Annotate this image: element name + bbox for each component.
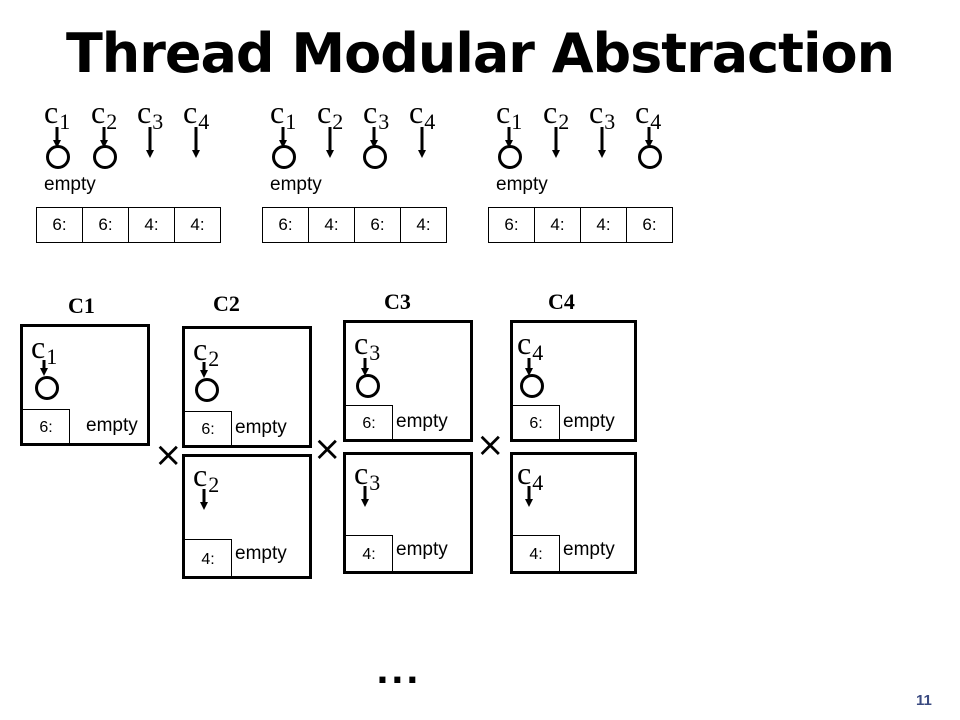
client-label: c1 [44, 94, 71, 134]
client-label: c1 [270, 94, 297, 134]
component-heading: C4 [548, 289, 575, 314]
empty-label: empty [270, 174, 322, 195]
buffer-cell: 6: [36, 207, 83, 243]
buffer-cell: 6: [185, 411, 232, 448]
buffer-cell: 4: [185, 539, 232, 579]
slide-title: Thread Modular Abstraction [65, 22, 895, 85]
client-label: c3 [589, 94, 616, 134]
client-label: c4 [409, 94, 436, 134]
buffer-cell: 4: [580, 207, 627, 243]
client-label: c2 [193, 457, 220, 497]
empty-label: empty [496, 174, 548, 195]
buffer-cell: 4: [174, 207, 221, 243]
client-label: c4 [183, 94, 210, 134]
component-state-box: c2 4: empty [182, 454, 312, 579]
client-label: c1 [31, 329, 58, 369]
buffer-cell: 6: [626, 207, 673, 243]
buffer-cell: 6: [82, 207, 129, 243]
client-state-circle [35, 376, 59, 400]
client-label: c4 [517, 325, 544, 365]
buffer-cell: 6: [262, 207, 309, 243]
client-state-circle [195, 378, 219, 402]
client-label: c3 [354, 325, 381, 365]
empty-label: empty [396, 539, 448, 560]
component-heading: C1 [68, 293, 95, 318]
client-label: c4 [635, 94, 662, 134]
product-cross-icon: × [313, 429, 342, 469]
component-heading: C3 [384, 289, 411, 314]
empty-label: empty [44, 174, 96, 195]
client-label: c2 [543, 94, 570, 134]
client-label: c2 [91, 94, 118, 134]
empty-label: empty [396, 411, 448, 432]
client-label: c2 [193, 331, 220, 371]
empty-label: empty [86, 415, 138, 436]
buffer-cell: 6: [23, 409, 70, 446]
buffer-cell: 6: [346, 405, 393, 442]
product-cross-icon: × [154, 435, 183, 475]
component-heading: C2 [213, 291, 240, 316]
buffer-cell: 6: [354, 207, 401, 243]
ellipsis: ... [376, 652, 421, 692]
empty-label: empty [563, 539, 615, 560]
component-state-box: c3 6: empty [343, 320, 473, 442]
empty-label: empty [563, 411, 615, 432]
product-cross-icon: × [476, 425, 505, 465]
buffer-cell: 4: [513, 535, 560, 574]
buffer-cell: 4: [346, 535, 393, 574]
client-label: c3 [363, 94, 390, 134]
empty-label: empty [235, 417, 287, 438]
component-state-box: c4 6: empty [510, 320, 637, 442]
component-state-box: c4 4: empty [510, 452, 637, 574]
buffer-cell: 4: [128, 207, 175, 243]
client-label: c1 [496, 94, 523, 134]
buffer-cell: 4: [534, 207, 581, 243]
buffer-cell: 6: [488, 207, 535, 243]
page-number: 11 [916, 692, 932, 709]
client-label: c2 [317, 94, 344, 134]
client-label: c4 [517, 455, 544, 495]
component-state-box: c1 6: empty [20, 324, 150, 446]
buffer-cell: 6: [513, 405, 560, 442]
buffer-cell: 4: [400, 207, 447, 243]
component-state-box: c2 6: empty [182, 326, 312, 448]
client-label: c3 [137, 94, 164, 134]
component-state-box: c3 4: empty [343, 452, 473, 574]
client-label: c3 [354, 455, 381, 495]
empty-label: empty [235, 543, 287, 564]
